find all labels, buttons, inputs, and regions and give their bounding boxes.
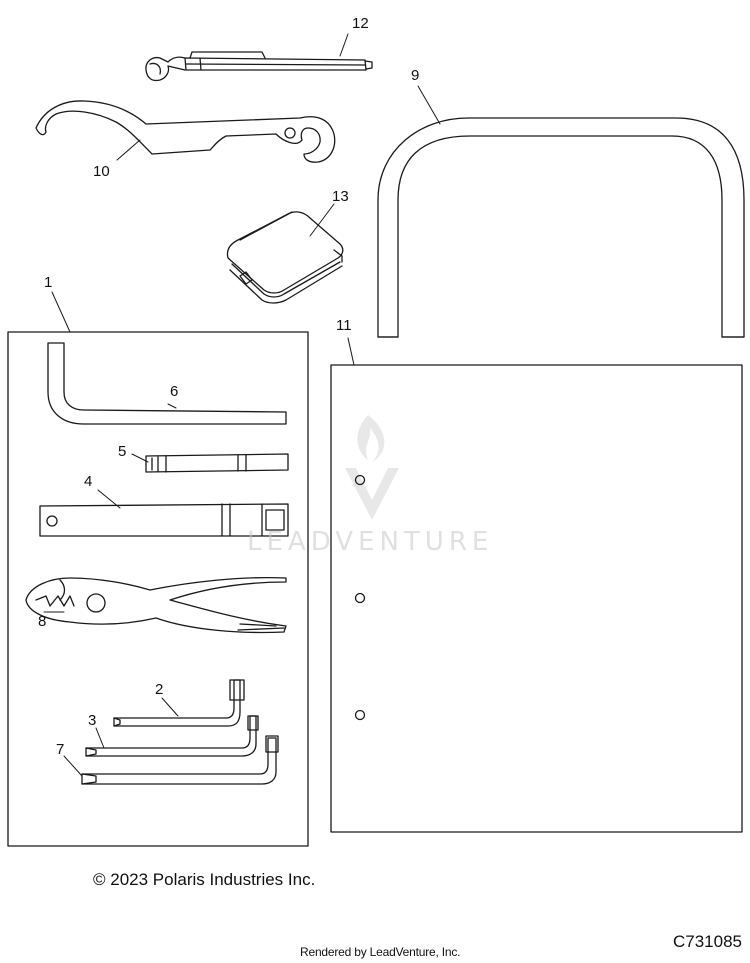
callout-9: 9 [411, 67, 419, 84]
callout-1: 1 [44, 274, 52, 291]
callout-12: 12 [352, 15, 369, 32]
callout-6: 6 [170, 383, 178, 400]
callout-labels: 12 9 10 13 1 11 6 5 4 8 2 3 7 [38, 15, 419, 758]
part-12-tool [145, 51, 373, 82]
rendered-by-credit: Rendered by LeadVenture, Inc. [300, 945, 461, 959]
callout-3: 3 [88, 712, 96, 729]
callout-13: 13 [332, 188, 349, 205]
leader-lines [43, 33, 441, 777]
leadventure-watermark [345, 415, 399, 520]
part-9-handle-bar [377, 117, 745, 338]
callout-7: 7 [56, 741, 64, 758]
callout-4: 4 [84, 473, 92, 490]
callout-2: 2 [155, 681, 163, 698]
watermark-text: LEADVENTURE [247, 527, 493, 557]
part-11-manual [330, 364, 743, 833]
callout-11: 11 [336, 317, 352, 334]
figure-code: C731085 [672, 932, 742, 951]
part-5-socket-bit [145, 453, 289, 473]
part-7-hex-key [81, 735, 279, 785]
callout-10: 10 [93, 163, 110, 180]
part-4-plug-wrench [39, 503, 289, 537]
callout-5: 5 [118, 443, 126, 460]
part-3-hex-key [85, 715, 259, 757]
part-8-pliers [25, 576, 287, 634]
part-6-hex-key [47, 342, 287, 425]
copyright-notice: © 2023 Polaris Industries Inc. [93, 870, 316, 889]
callout-8: 8 [38, 613, 46, 630]
part-2-hex-key [113, 679, 245, 727]
part-13-pouch [226, 211, 344, 304]
part-10-spanner-wrench [35, 100, 336, 163]
part-1-tool-kit-box [7, 331, 309, 847]
